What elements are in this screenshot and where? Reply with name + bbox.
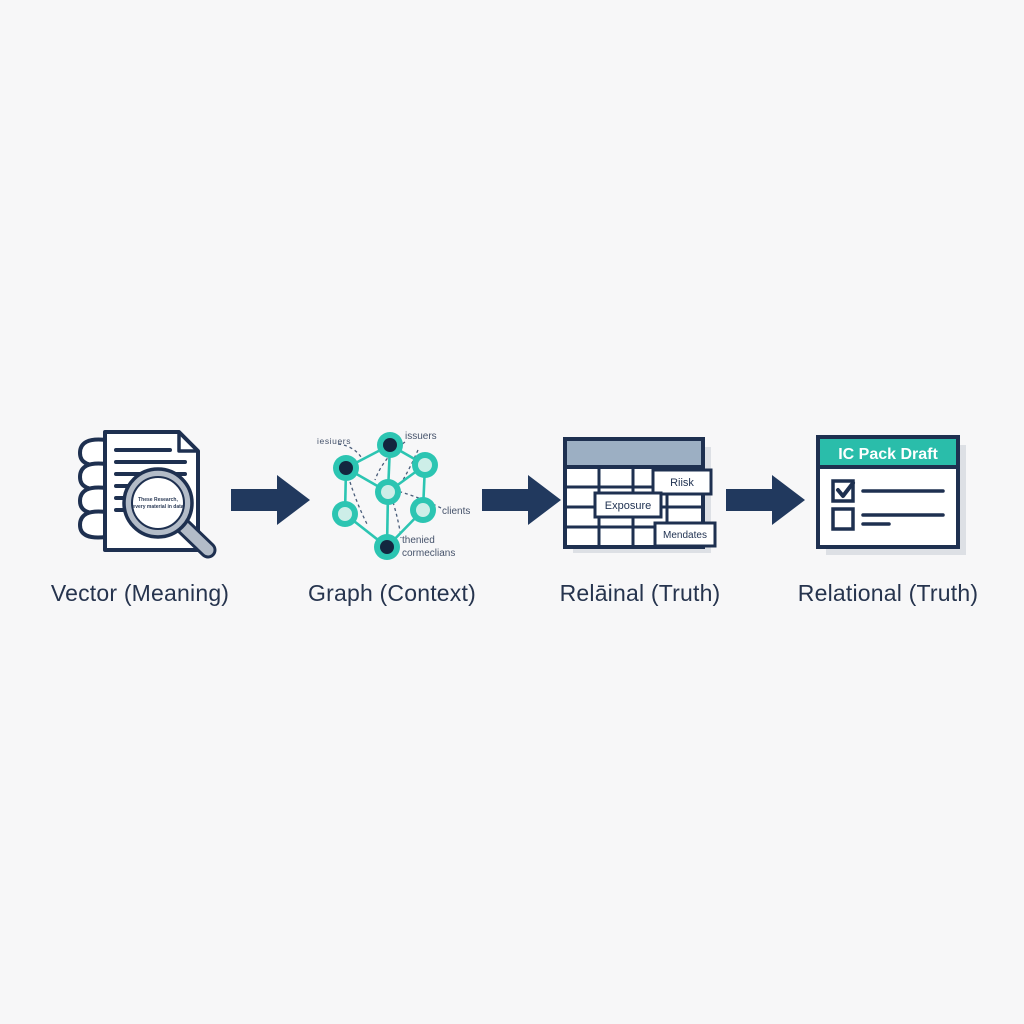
magnifier-text-line1: These Research,: [138, 497, 178, 503]
card-header-label: IC Pack Draft: [838, 446, 938, 463]
table-overlay-tags: Riisk Exposure Mendates: [593, 468, 717, 548]
stage-caption-icpack: Relational (Truth): [797, 580, 979, 606]
stage-caption-vector: Vector (Meaning): [50, 580, 230, 606]
checkbox-checked: [831, 479, 855, 503]
stage-caption-graph: Graph (Context): [308, 580, 476, 606]
graph-label-top-left: iesiuers: [317, 436, 351, 446]
overlay-risk: Riisk: [670, 477, 694, 489]
graph-label-bottom-1: thenied: [402, 535, 435, 546]
documents-magnifier-icon: These Research, every material in data: [60, 424, 222, 562]
network-graph-icon: iesiuers issuers clients thenied cormecl…: [305, 426, 480, 568]
flow-arrow-2: [482, 472, 562, 533]
stage-caption-relational: Relāinal (Truth): [559, 580, 721, 606]
flow-arrow-3: [726, 472, 806, 533]
checklist-card-icon: IC Pack Draft: [815, 434, 970, 561]
magnifier-text-line2: every material in data: [132, 504, 183, 510]
graph-nodes: [332, 432, 438, 560]
graph-label-top-right: issuers: [405, 431, 437, 442]
data-table-icon: Riisk Exposure Mendates: [563, 437, 721, 559]
graph-label-right: clients: [442, 506, 470, 517]
flow-arrow-1: [231, 472, 311, 533]
overlay-mandates: Mendates: [663, 530, 707, 541]
graph-label-bottom-2: cormeclians: [402, 548, 455, 559]
overlay-exposure: Exposure: [605, 500, 651, 512]
checkbox-empty: [831, 507, 855, 531]
